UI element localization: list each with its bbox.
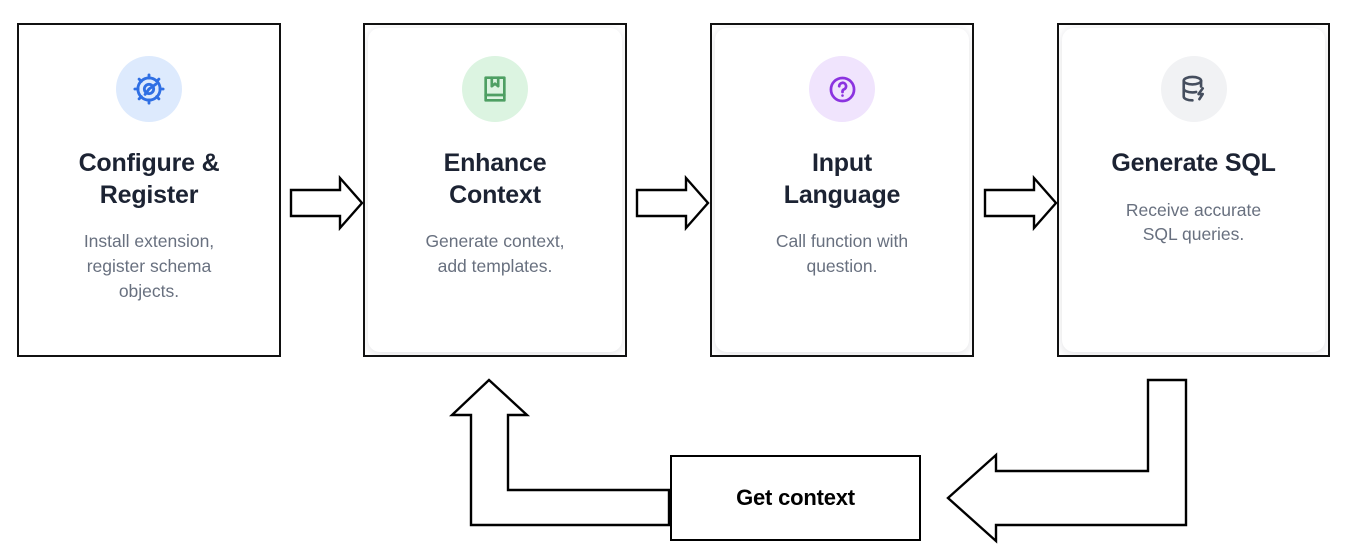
step-card-enhance-context[interactable]: Enhance Context Generate context, add te… [363,23,627,357]
database-bolt-icon [1160,56,1227,122]
step-title: Configure & Register [78,149,220,209]
question-circle-icon [809,56,875,122]
step-card-input-language[interactable]: Input Language Call function with questi… [710,23,974,357]
step-card-generate-sql[interactable]: Generate SQL Receive accurate SQL querie… [1057,23,1330,357]
gear-icon [116,56,182,122]
arrow-getcontext-to-step2-icon [448,378,671,527]
get-context-box[interactable]: Get context [670,455,921,541]
step-title: Generate SQL [1111,149,1276,177]
step-card-configure-register[interactable]: Configure & Register Install extension, … [17,23,281,357]
arrow-step1-step2-icon [289,174,364,232]
step-description: Generate context, add templates. [425,231,565,276]
arrow-step2-step3-icon [635,174,710,232]
step-description: Receive accurate SQL queries. [1125,199,1262,245]
book-bookmark-icon [462,56,528,122]
arrow-step4-to-getcontext-icon [946,378,1188,544]
step-description: Call function with question. [775,231,909,276]
get-context-label: Get context [736,485,855,510]
step-title: Input Language [783,149,901,209]
arrow-step3-step4-icon [983,174,1058,232]
step-title: Enhance Context [443,149,547,209]
step-description: Install extension, register schema objec… [83,231,215,301]
